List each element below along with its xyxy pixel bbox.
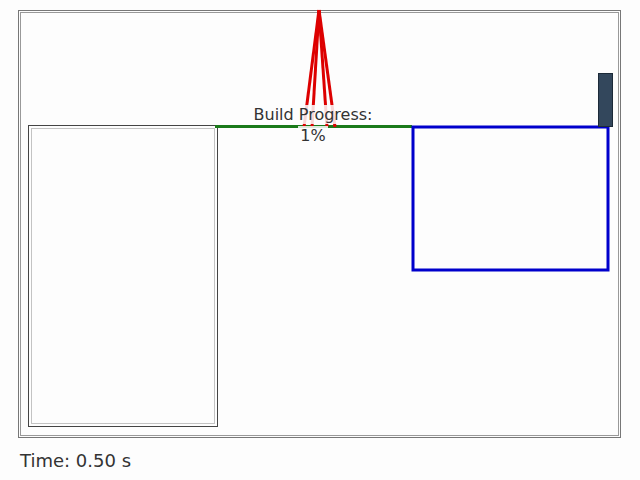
left-cliff-inner xyxy=(32,129,215,424)
world-border xyxy=(19,11,621,438)
time-readout: Time: 0.50 s xyxy=(20,450,131,471)
right-cliff xyxy=(413,127,608,270)
goal-flag xyxy=(599,74,613,127)
progress-label: Build Progress: xyxy=(252,105,375,124)
world-border-inner xyxy=(21,13,619,436)
progress-value: 1% xyxy=(298,126,327,145)
left-cliff xyxy=(29,126,218,427)
